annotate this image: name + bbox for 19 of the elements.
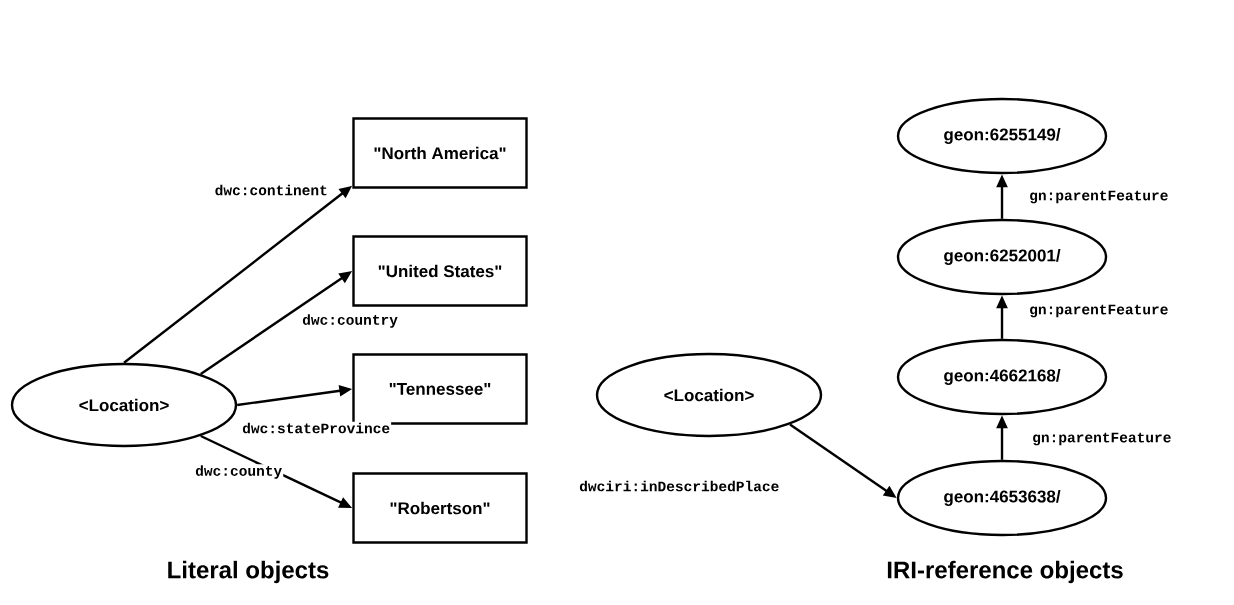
ellipse-node: geon:6255149/: [896, 97, 1108, 175]
literal-box: "Robertson": [352, 472, 528, 544]
edge-label: dwc:stateProvince: [241, 421, 392, 435]
literal-box: "United States": [352, 235, 528, 307]
ellipse-node: geon:4662168/: [896, 338, 1108, 416]
edge-label: dwc:continent: [213, 183, 329, 197]
edge-label: gn:parentFeature: [1028, 189, 1170, 205]
section-title: IRI-reference objects: [887, 560, 1123, 584]
edge-label: dwc:county: [194, 464, 284, 480]
edge-label: dwc:country: [301, 313, 399, 329]
section-title: Literal objects: [168, 560, 329, 584]
ellipse-node: geon:4653638/: [896, 459, 1108, 537]
edge-label: gn:parentFeature: [1028, 303, 1170, 319]
ellipse-node: <Location>: [595, 352, 823, 438]
ellipse-node: geon:6252001/: [896, 218, 1108, 296]
ellipse-node: <Location>: [10, 362, 238, 448]
edge-label: gn:parentFeature: [1031, 431, 1173, 447]
edge-label: dwciri:inDescribedPlace: [578, 479, 781, 493]
literal-box: "North America": [352, 117, 528, 189]
